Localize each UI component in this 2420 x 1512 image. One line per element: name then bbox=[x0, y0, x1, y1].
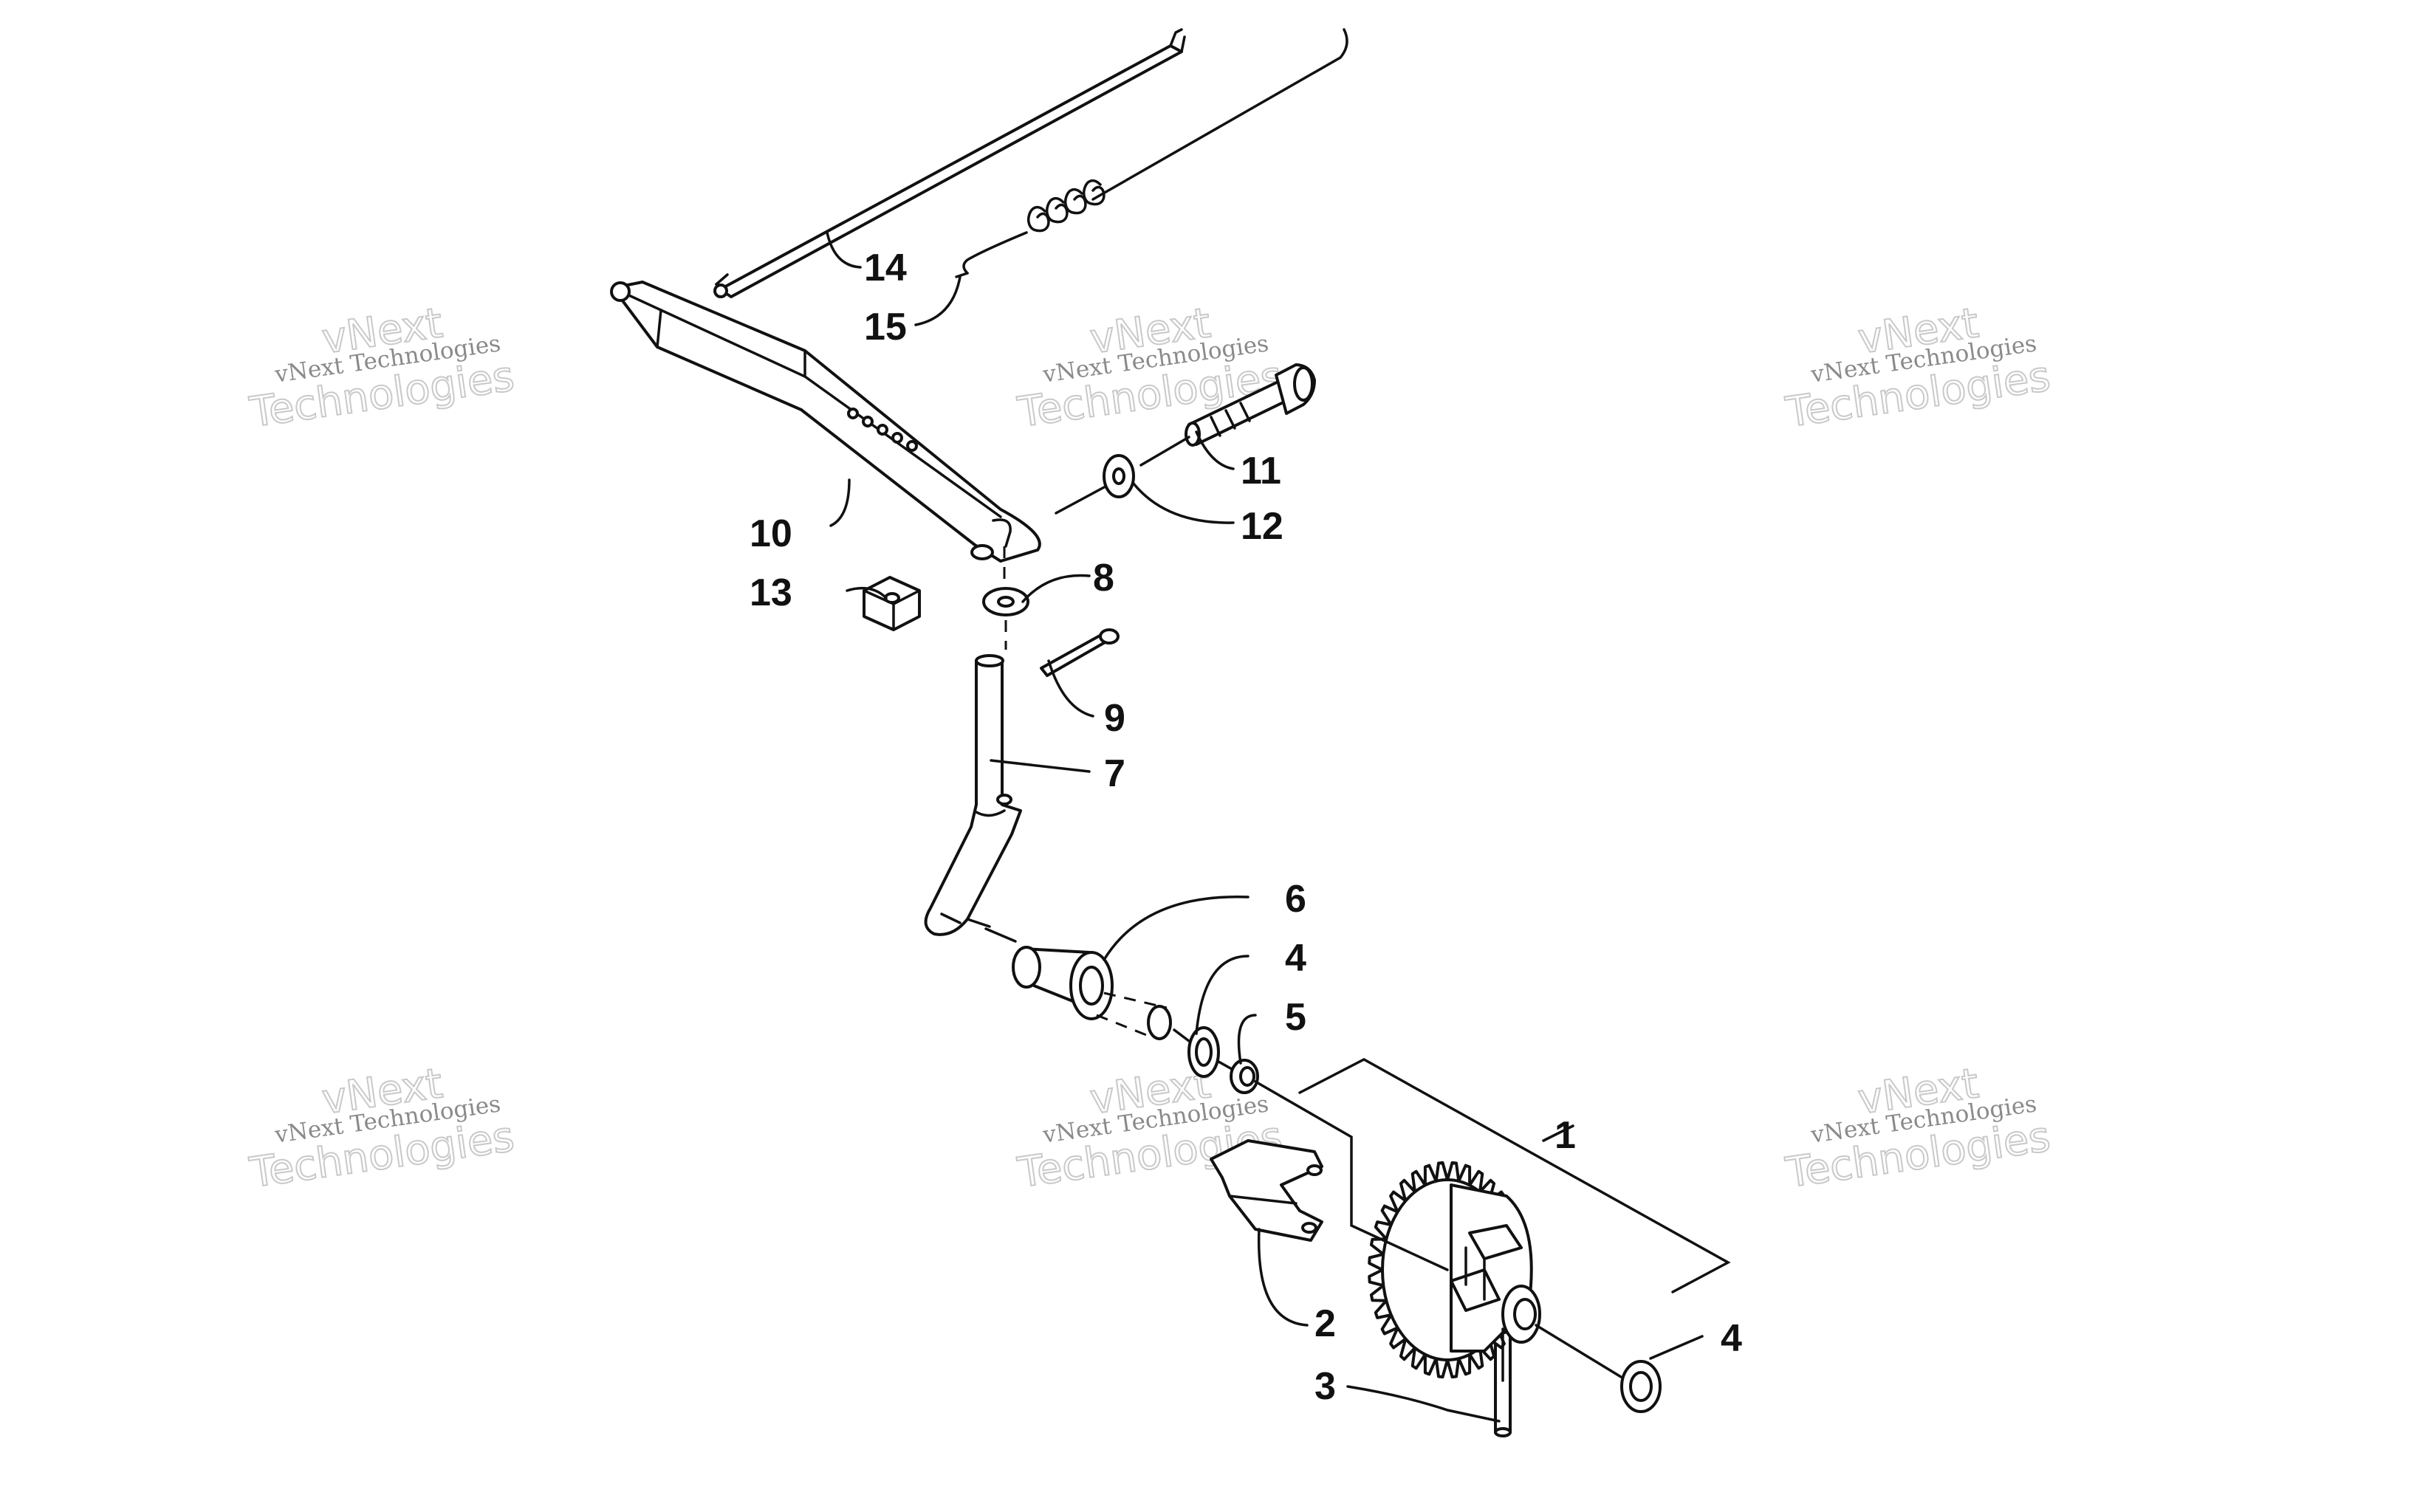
callout-13: 13 bbox=[750, 571, 792, 614]
callout-3: 3 bbox=[1314, 1365, 1336, 1408]
washer-8 bbox=[982, 587, 1029, 616]
throttle-lever bbox=[610, 281, 1041, 591]
callout-6: 6 bbox=[1285, 878, 1306, 921]
callout-labels: 1 2 3 4 4 5 6 7 8 9 10 11 12 13 14 15 bbox=[750, 247, 1742, 1408]
cotter-pin bbox=[1040, 628, 1120, 677]
callout-1: 1 bbox=[1555, 1114, 1576, 1157]
watermark-bottom-right: vNext Technologies vNext Technologies bbox=[1782, 1059, 2054, 1198]
watermark-top-left: vNext Technologies vNext Technologies bbox=[246, 298, 518, 438]
callout-2: 2 bbox=[1314, 1302, 1336, 1345]
return-spring bbox=[1027, 179, 1106, 233]
shoulder-bolt bbox=[1185, 363, 1316, 447]
callout-11: 11 bbox=[1241, 450, 1281, 492]
watermark-top-right: vNext Technologies vNext Technologies bbox=[1782, 298, 2054, 438]
assembly-bracket bbox=[1298, 1058, 1731, 1293]
washer-4-lower bbox=[1620, 1360, 1662, 1413]
flanged-bushing bbox=[1012, 946, 1172, 1040]
square-nut bbox=[863, 576, 921, 631]
washer-4-upper bbox=[1187, 1026, 1220, 1078]
center-lines bbox=[966, 436, 1622, 1382]
link-rod bbox=[713, 28, 1186, 298]
callout-12: 12 bbox=[1241, 505, 1283, 548]
governor-gear-assembly bbox=[1368, 1161, 1541, 1379]
callout-4-upper: 4 bbox=[1285, 937, 1306, 980]
callout-8: 8 bbox=[1093, 557, 1114, 599]
callout-4-lower: 4 bbox=[1721, 1317, 1742, 1360]
callout-15: 15 bbox=[864, 306, 907, 348]
callout-10: 10 bbox=[750, 512, 792, 555]
throttle-cable bbox=[955, 28, 1348, 278]
washer-12 bbox=[1103, 454, 1135, 498]
governor-bracket bbox=[1210, 1139, 1323, 1242]
leader-lines bbox=[826, 231, 1704, 1423]
callout-7: 7 bbox=[1104, 752, 1125, 795]
callout-5: 5 bbox=[1285, 996, 1306, 1039]
callout-9: 9 bbox=[1104, 697, 1125, 740]
callout-14: 14 bbox=[864, 247, 907, 289]
lever-shaft bbox=[924, 654, 1022, 936]
watermark-bottom-left: vNext Technologies vNext Technologies bbox=[246, 1059, 518, 1198]
snap-ring-5 bbox=[1230, 1059, 1259, 1094]
